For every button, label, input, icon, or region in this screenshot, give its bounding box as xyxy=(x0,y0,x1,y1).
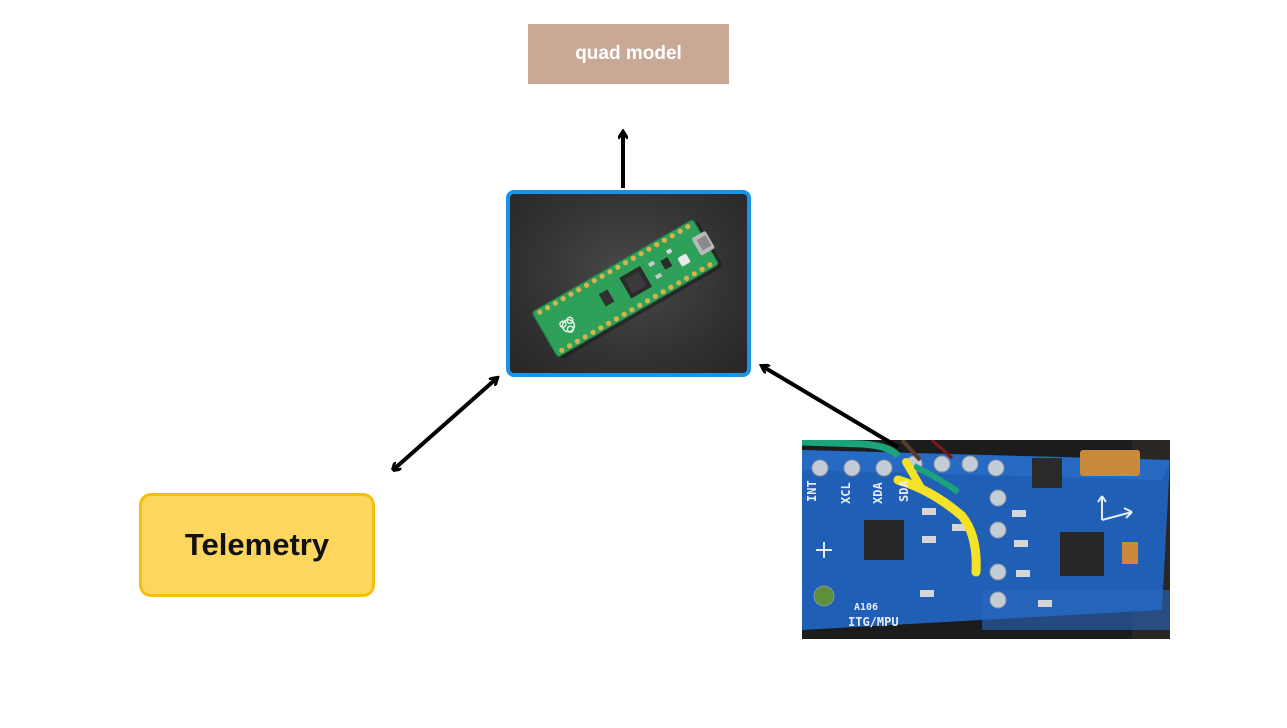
microcontroller-node xyxy=(506,190,751,377)
telemetry-node: Telemetry xyxy=(139,493,375,597)
imu-sensor-node: INT XCL XDA SDA A106 ITG/MPU xyxy=(802,440,1170,639)
imu-board-label: ITG/MPU xyxy=(848,615,899,629)
pico-board-image xyxy=(532,219,723,359)
imu-pin-int: INT xyxy=(805,480,819,502)
imu-pin-xcl: XCL xyxy=(839,482,853,504)
imu-board-image: INT XCL XDA SDA A106 ITG/MPU xyxy=(802,440,1170,639)
telemetry-label: Telemetry xyxy=(184,527,330,562)
arrow-imu-to-board xyxy=(762,366,900,449)
imu-pin-xda: XDA xyxy=(871,482,885,504)
arrow-telemetry-board xyxy=(393,378,497,470)
quad-model-label: quad model xyxy=(575,43,682,64)
quad-model-node: quad model xyxy=(528,24,729,84)
imu-chip-code: A106 xyxy=(854,602,878,613)
imu-pin-sda: SDA xyxy=(897,480,911,502)
